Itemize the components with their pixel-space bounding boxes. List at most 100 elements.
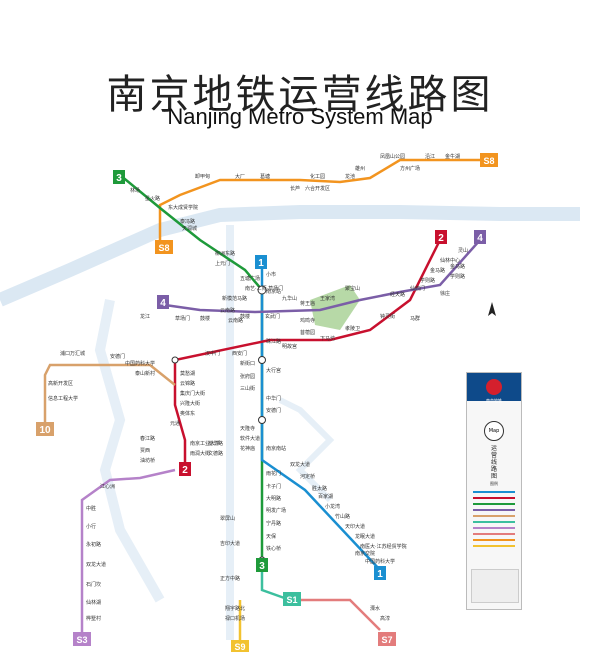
station-label: 百家湖: [318, 493, 333, 500]
station-label: 学则路: [450, 273, 465, 280]
station-label: 云南路: [220, 307, 235, 314]
yangtze-river: [0, 205, 580, 307]
badge-line-s3: S3: [73, 632, 91, 646]
station-label: 龙江: [140, 313, 150, 320]
north-arrow-icon: [488, 302, 496, 316]
legend-symbol-box: [471, 569, 519, 603]
station-label: 蒋王庙: [300, 300, 315, 307]
station-label: 下马坊: [320, 335, 335, 342]
line-s8: [158, 158, 485, 240]
interchange-node: [257, 285, 267, 295]
station-label: 仙林中心: [440, 257, 460, 264]
svg-text:S7: S7: [381, 635, 392, 645]
station-label: 信息工程大学: [48, 395, 78, 402]
legend-line-swatch: [473, 539, 515, 541]
station-label: 正方中路: [220, 575, 240, 582]
svg-text:1: 1: [258, 258, 264, 269]
svg-text:10: 10: [39, 425, 51, 436]
station-label: 竹山路: [335, 513, 350, 520]
station-label: 安德门: [110, 353, 125, 360]
svg-text:3: 3: [116, 173, 122, 184]
station-label: 东大成贤学院: [168, 204, 198, 211]
station-label: 天隆寺: [240, 425, 255, 432]
line-10: [43, 363, 176, 425]
line-4: [164, 239, 481, 314]
station-label: 珠江路: [266, 338, 281, 345]
station-label: 铁心桥: [266, 545, 281, 552]
station-label: 天印大道: [345, 523, 365, 530]
station-label: 南医大·江苏经贸学院: [360, 543, 407, 550]
svg-text:4: 4: [160, 298, 166, 309]
map-title-en: Nanjing Metro System Map: [167, 104, 433, 129]
station-label: 苜蓿园: [300, 329, 315, 336]
legend-line-swatch: [473, 515, 515, 517]
station-label: 凤凰山公园: [380, 153, 405, 160]
station-label: 桦墅村: [86, 615, 101, 622]
line-2: [173, 239, 442, 470]
station-label: 龙池: [345, 173, 355, 180]
badge-line-s7: S7: [378, 632, 396, 646]
legend-line-swatch: [473, 503, 515, 505]
badge-line-3-south: 3: [256, 558, 268, 572]
station-label: 翔宇路北: [225, 605, 245, 612]
station-label: 南京交院: [355, 550, 375, 557]
station-label: 六合开发区: [305, 185, 330, 192]
svg-text:S9: S9: [234, 642, 245, 652]
station-label: 中华门: [266, 395, 281, 402]
station-label: 大厂: [235, 173, 245, 180]
station-label: 仙鹤门: [410, 285, 425, 292]
station-label: 小市: [266, 271, 276, 278]
badge-line-s1: S1: [283, 592, 301, 606]
station-label: 灵山: [458, 247, 468, 254]
interchange-node: [171, 356, 179, 364]
station-label: 石门坎: [86, 581, 101, 588]
station-label: 胜太路: [312, 485, 327, 492]
legend-brand: 南京地铁: [486, 398, 502, 403]
station-label: 天润城: [182, 225, 197, 232]
station-label: 明故宫: [282, 343, 297, 350]
station-label: 马群: [410, 315, 420, 322]
station-label: 汉中门: [205, 350, 220, 357]
river-branch: [94, 299, 165, 603]
station-label: 中国药科大学: [125, 360, 155, 367]
station-label: 雨花门: [266, 470, 281, 477]
station-label: 雨润大街: [190, 450, 210, 457]
station-label: 元通: [170, 420, 180, 427]
station-label: 集庆门大街: [180, 390, 205, 397]
legend-line-swatch: [473, 545, 515, 547]
legend-panel: 南京地铁 Map 运营线路图 图例: [466, 372, 522, 610]
station-label: 溧水: [370, 605, 380, 612]
interchange-node: [258, 356, 266, 364]
station-label: 鼓楼: [200, 315, 210, 322]
legend-line-swatch: [473, 491, 515, 493]
badge-line-2-west: 2: [179, 462, 191, 476]
station-label: 玄武门: [265, 313, 280, 320]
badge-line-1-south: 1: [374, 566, 386, 580]
station-label: 泰冯路: [180, 218, 195, 225]
station-label: 鸡鸣寺: [300, 317, 315, 324]
station-label: 江心洲: [100, 483, 115, 490]
station-label: 上元门: [215, 260, 230, 267]
station-label: 草场门: [175, 315, 190, 322]
station-label: 双龙大道: [86, 561, 106, 568]
badge-line-s9: S9: [231, 640, 249, 652]
station-label: 钟灵街: [380, 313, 395, 320]
station-label: 方州广场: [400, 165, 420, 172]
badge-line-10: 10: [36, 422, 54, 436]
badge-line-s8-south: S8: [155, 240, 173, 254]
station-label: 长芦: [290, 185, 300, 192]
station-label: 化工园: [310, 173, 325, 180]
badge-line-2: 2: [435, 230, 447, 244]
station-label: 高淳: [380, 615, 390, 622]
station-label: 西安门: [232, 350, 247, 357]
station-label: 宁丹路: [266, 520, 281, 527]
station-label: 学则路: [420, 277, 435, 284]
station-label: 翠屏山: [220, 515, 235, 522]
station-label: 鼓楼: [240, 313, 250, 320]
station-label: 大行宫: [266, 367, 281, 374]
station-label: 软件大道: [240, 435, 260, 442]
station-label: 金马路: [430, 267, 445, 274]
metro-logo-icon: [486, 379, 502, 395]
legend-line-swatch: [473, 527, 515, 529]
river-branch3: [278, 397, 335, 503]
